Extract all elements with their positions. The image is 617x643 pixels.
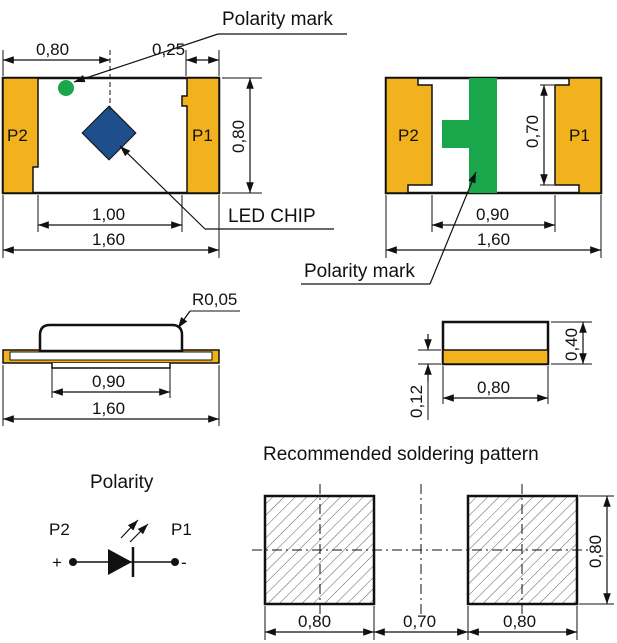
dim-160: 1,60: [92, 230, 125, 249]
dim-070: 0,70: [523, 115, 542, 148]
symbol-minus: -: [181, 553, 187, 572]
pad-label-p2: P2: [7, 126, 28, 145]
top-view-left: P2 P1 Polarity mark LED CHIP 0,80 0,25 0…: [1, 9, 347, 258]
pad-p2-bottom: [385, 77, 433, 194]
light-arrow-1: [120, 519, 139, 539]
light-arrow-2: [129, 523, 149, 543]
pad-p2: [2, 77, 39, 194]
polarity-mark-label-bottom: Polarity mark: [304, 261, 415, 282]
radius-label: R0,05: [192, 290, 237, 309]
pad-label-p1: P1: [192, 126, 213, 145]
symbol-p1: P1: [171, 520, 192, 539]
end-pad: [442, 349, 549, 365]
symbol-p2: P2: [49, 520, 70, 539]
polarity-symbol: Polarity P2 P1 + -: [49, 472, 192, 577]
dim-040: 0,40: [562, 328, 581, 361]
dim-160-side: 1,60: [92, 399, 125, 418]
side-view-left: R0,05 0,90 1,60: [2, 290, 240, 426]
cathode-dot: [171, 558, 179, 566]
diode-triangle-icon: [108, 549, 132, 575]
dim-100: 1,00: [92, 205, 125, 224]
pad-label-p1-bottom: P1: [569, 126, 590, 145]
symbol-plus: +: [52, 553, 62, 572]
dim-090: 0,90: [476, 205, 509, 224]
dim-025: 0,25: [152, 40, 185, 59]
dim-080-side: 0,80: [229, 120, 248, 153]
lens-body: [38, 323, 184, 353]
dim-sold-080-right: 0,80: [503, 612, 536, 631]
pad-label-p2-bottom: P2: [398, 126, 419, 145]
pad-p1-bottom: [554, 77, 602, 194]
end-view-right: 0,40 0,12 0,80: [407, 320, 592, 420]
dim-sold-side-080: 0,80: [586, 535, 605, 568]
dim-sold-070: 0,70: [403, 612, 436, 631]
soldering-title: Recommended soldering pattern: [263, 444, 539, 465]
dim-080-top: 0,80: [36, 40, 69, 59]
dim-080-end: 0,80: [477, 378, 510, 397]
polarity-mark-label: Polarity mark: [222, 9, 333, 30]
dim-090-side: 0,90: [92, 372, 125, 391]
led-chip-label: LED CHIP: [228, 206, 316, 227]
anode-dot: [69, 558, 77, 566]
soldering-pattern: Recommended soldering pattern 0,80 0,70 …: [252, 444, 614, 640]
polarity-mark-green: [442, 78, 497, 193]
polarity-title: Polarity: [90, 472, 154, 493]
bottom-view-right: P2 P1 0,70 0,90 1,60 Polarity mark: [301, 76, 603, 285]
pad-p1: [181, 77, 220, 194]
polarity-dot: [58, 80, 74, 96]
dim-sold-080-left: 0,80: [298, 612, 331, 631]
dim-012: 0,12: [407, 385, 426, 418]
dim-160-bottom: 1,60: [477, 230, 510, 249]
